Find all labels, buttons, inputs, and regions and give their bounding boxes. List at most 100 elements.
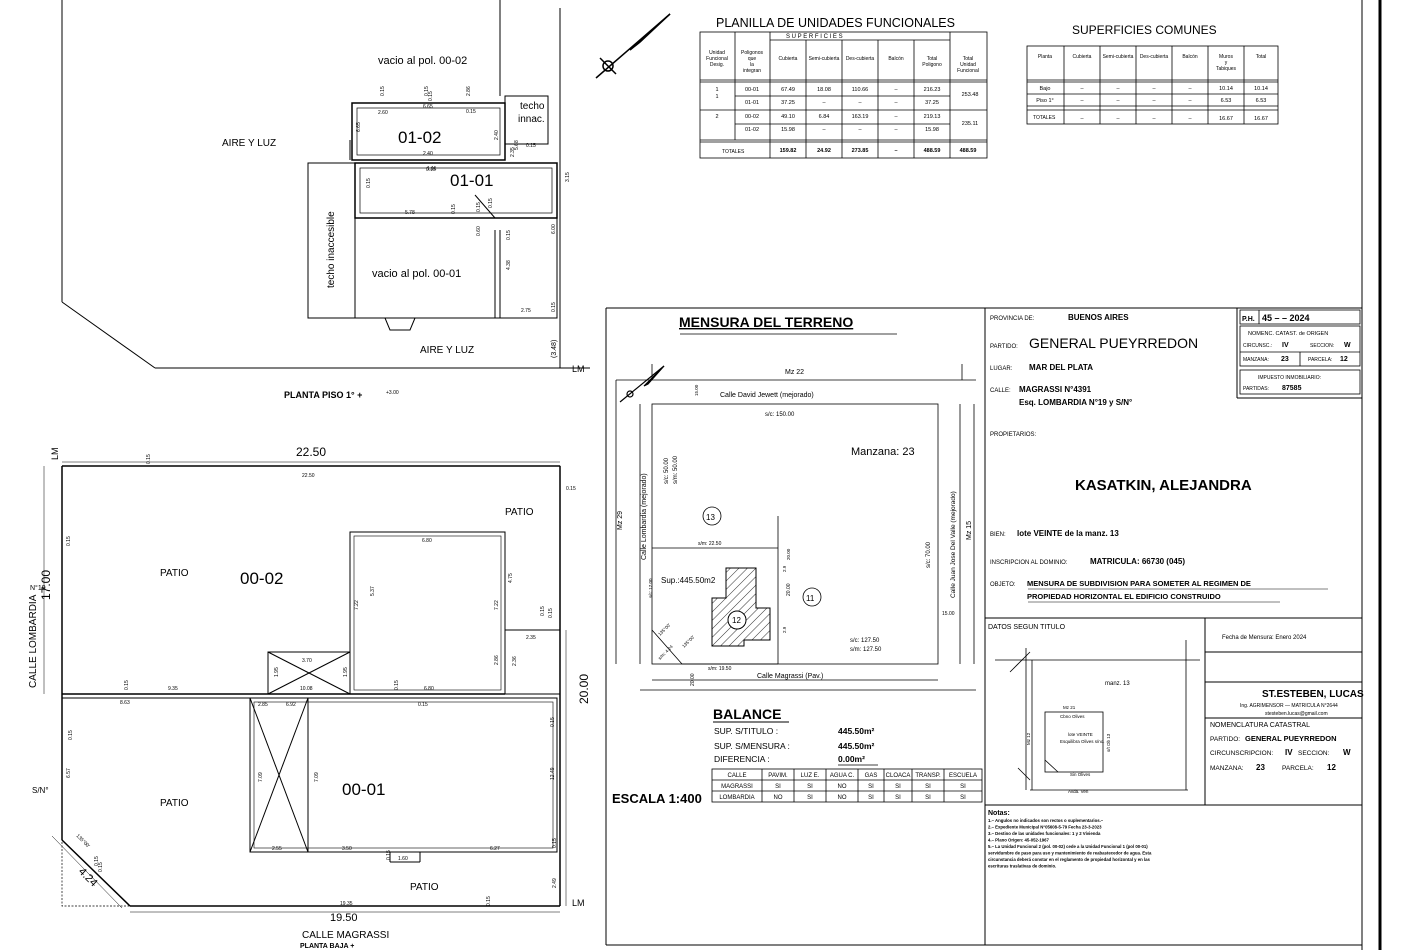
nomenclatura-title: NOMENCLATURA CATASTRAL <box>1210 722 1310 729</box>
label-0001: 00-01 <box>342 780 385 799</box>
services-cell: LOMBARDIA <box>719 795 754 801</box>
mensura-manzana: Manzana: 23 <box>851 446 915 458</box>
info-block: PROVINCIA DE: BUENOS AIRES PARTIDO: GENE… <box>990 309 1361 603</box>
lugar-label: LUGAR: <box>990 366 1013 372</box>
planilla-cell: 67.49 <box>781 87 795 93</box>
services-cell: NO <box>838 795 847 801</box>
mensura-parcel-12: 12 <box>732 616 741 625</box>
mensura-mz15: Mz 15 <box>966 521 973 540</box>
nota-line: 4.– Plano Origen: 45-052-1967 <box>988 838 1050 843</box>
upper-dim-label: 0.15 <box>466 109 476 115</box>
label-patio-bl: PATIO <box>160 798 189 809</box>
propietario: KASATKIN, ALEJANDRA <box>1075 477 1252 494</box>
manzana-label: MANZANA: <box>1243 357 1269 363</box>
planilla-total: 159.82 <box>780 148 797 154</box>
label-techo-innac: techo <box>520 101 545 112</box>
planilla-total: – <box>894 148 897 154</box>
nom-circ: IV <box>1285 748 1293 757</box>
upper-dim-label: 2.86 <box>466 86 472 96</box>
mensura-sm50: s/m: 50.00 <box>673 455 679 484</box>
services-cell: MAGRASSI <box>721 784 753 790</box>
comunes-header: Des-cubierta <box>1140 54 1169 60</box>
comunes-cell: – <box>1080 98 1084 104</box>
planilla-cell: 219.13 <box>924 114 941 120</box>
label-patio-tr: PATIO <box>505 507 534 518</box>
planilla-cell: 15.98 <box>925 127 939 133</box>
titulo-calle-b: Esquilibra Olives s/no. <box>1060 739 1105 744</box>
planilla-superficies: S U P E R F I C I E S <box>786 34 843 40</box>
planilla-header: Semi-cubierta <box>809 56 840 62</box>
planilla-header: Balcón <box>888 56 904 62</box>
planilla-cell: 18.08 <box>817 87 831 93</box>
ground-plan-labels: 22.50 22.50 LM PATIO PATIO 00-02 N°19 CA… <box>28 445 591 950</box>
ground-dim-label: 135°00' <box>75 833 91 849</box>
ground-dim-label: 0.15 <box>94 856 100 866</box>
comunes-total: 16.67 <box>1254 116 1268 122</box>
planilla-cell: – <box>894 114 898 120</box>
sup-titulo: 445.50m² <box>838 726 875 736</box>
comunes-cell: – <box>1080 86 1084 92</box>
titulo-mz12: Mz 12 <box>1026 732 1031 745</box>
comunes-cell: Piso 1° <box>1036 98 1054 104</box>
circ: IV <box>1282 342 1289 349</box>
ground-dim-label: 1.95 <box>274 667 280 677</box>
nota-line: escrituras traslativas de dominio. <box>988 864 1056 869</box>
comunes-cell: – <box>1188 98 1192 104</box>
upper-dim-label: 0.15 <box>476 202 482 212</box>
upper-floor-plan <box>61 0 590 369</box>
nom-partido: GENERAL PUEYRREDON <box>1245 734 1337 743</box>
planilla-uf-total: 253.48 <box>962 92 979 98</box>
nom-seccion: W <box>1343 748 1351 757</box>
label-lm-bottom: LM <box>572 898 585 908</box>
mensura-north <box>619 365 665 403</box>
planilla-header: Unidad <box>960 62 976 68</box>
upper-plan-labels: vacio al pol. 00-02 techo innac. AIRE Y … <box>222 55 585 400</box>
services-cell: SI <box>807 795 813 801</box>
nom-seccion-label: SECCION: <box>1298 750 1330 757</box>
nota-line: 5.– La Unidad Funcional 2 (pol. 00-02) c… <box>988 844 1148 849</box>
mensura-sc12750: s/c: 127.50 <box>850 638 880 644</box>
ground-dim-label: 6.92 <box>286 702 296 708</box>
impuesto-title: IMPUESTO INMOBILIARIO: <box>1258 375 1321 381</box>
sup-titulo-label: SUP. S/TITULO : <box>714 726 778 736</box>
comunes-total: – <box>1152 116 1156 122</box>
upper-dim-label: 0.15 <box>426 167 436 173</box>
mensura-dim2000: 20.00 <box>690 673 696 686</box>
ground-dim-label: 2.36 <box>512 656 518 666</box>
objeto-2: PROPIEDAD HORIZONTAL EL EDIFICIO CONSTRU… <box>1027 592 1221 601</box>
comunes-cell: 10.14 <box>1254 86 1268 92</box>
services-cell: SI <box>925 784 931 790</box>
ground-dim-label: 0.15 <box>68 730 74 740</box>
planilla-header: Total <box>963 56 974 62</box>
label-patio-bottom: PATIO <box>410 882 439 893</box>
upper-dim-label: 6.00 <box>551 224 557 234</box>
upper-dim-label: 2.60 <box>378 110 388 116</box>
planilla-total: 273.85 <box>852 148 869 154</box>
comunes-header: Cubierta <box>1073 54 1092 60</box>
upper-dim-label: 0.60 <box>476 226 482 236</box>
sup-mensura-label: SUP. S/MENSURA : <box>714 741 790 751</box>
balance-title: BALANCE <box>713 706 781 722</box>
planilla-total: 24.92 <box>817 148 831 154</box>
north-arrow-upper <box>595 13 671 79</box>
ground-dim-label: 0.15 <box>418 702 428 708</box>
ground-dim-label: 10.08 <box>300 686 313 692</box>
planilla-header: Cubierta <box>779 56 798 62</box>
planilla-total: 488.59 <box>924 148 941 154</box>
planilla-title: PLANILLA DE UNIDADES FUNCIONALES <box>716 16 955 30</box>
propietarios-label: PROPIETARIOS: <box>990 432 1037 438</box>
dim-top-small: 22.50 <box>302 473 315 479</box>
signature-block: Fecha de Mensura: Enero 2024 ST.ESTEBEN,… <box>1210 635 1364 772</box>
partida: 87585 <box>1282 385 1302 392</box>
firma-title: Ing. AGRIMENSOR — MATRICULA N°2644 <box>1240 703 1338 709</box>
label-lm-top: LM <box>50 447 60 460</box>
dim-right: 20.00 <box>577 674 591 704</box>
services-header: TRANSP. <box>915 773 941 779</box>
label-techo-innac-2: innac. <box>518 114 545 125</box>
planilla-header: que <box>748 56 757 62</box>
planilla-header: Funcional <box>706 56 728 62</box>
partido: GENERAL PUEYRREDON <box>1029 335 1198 351</box>
